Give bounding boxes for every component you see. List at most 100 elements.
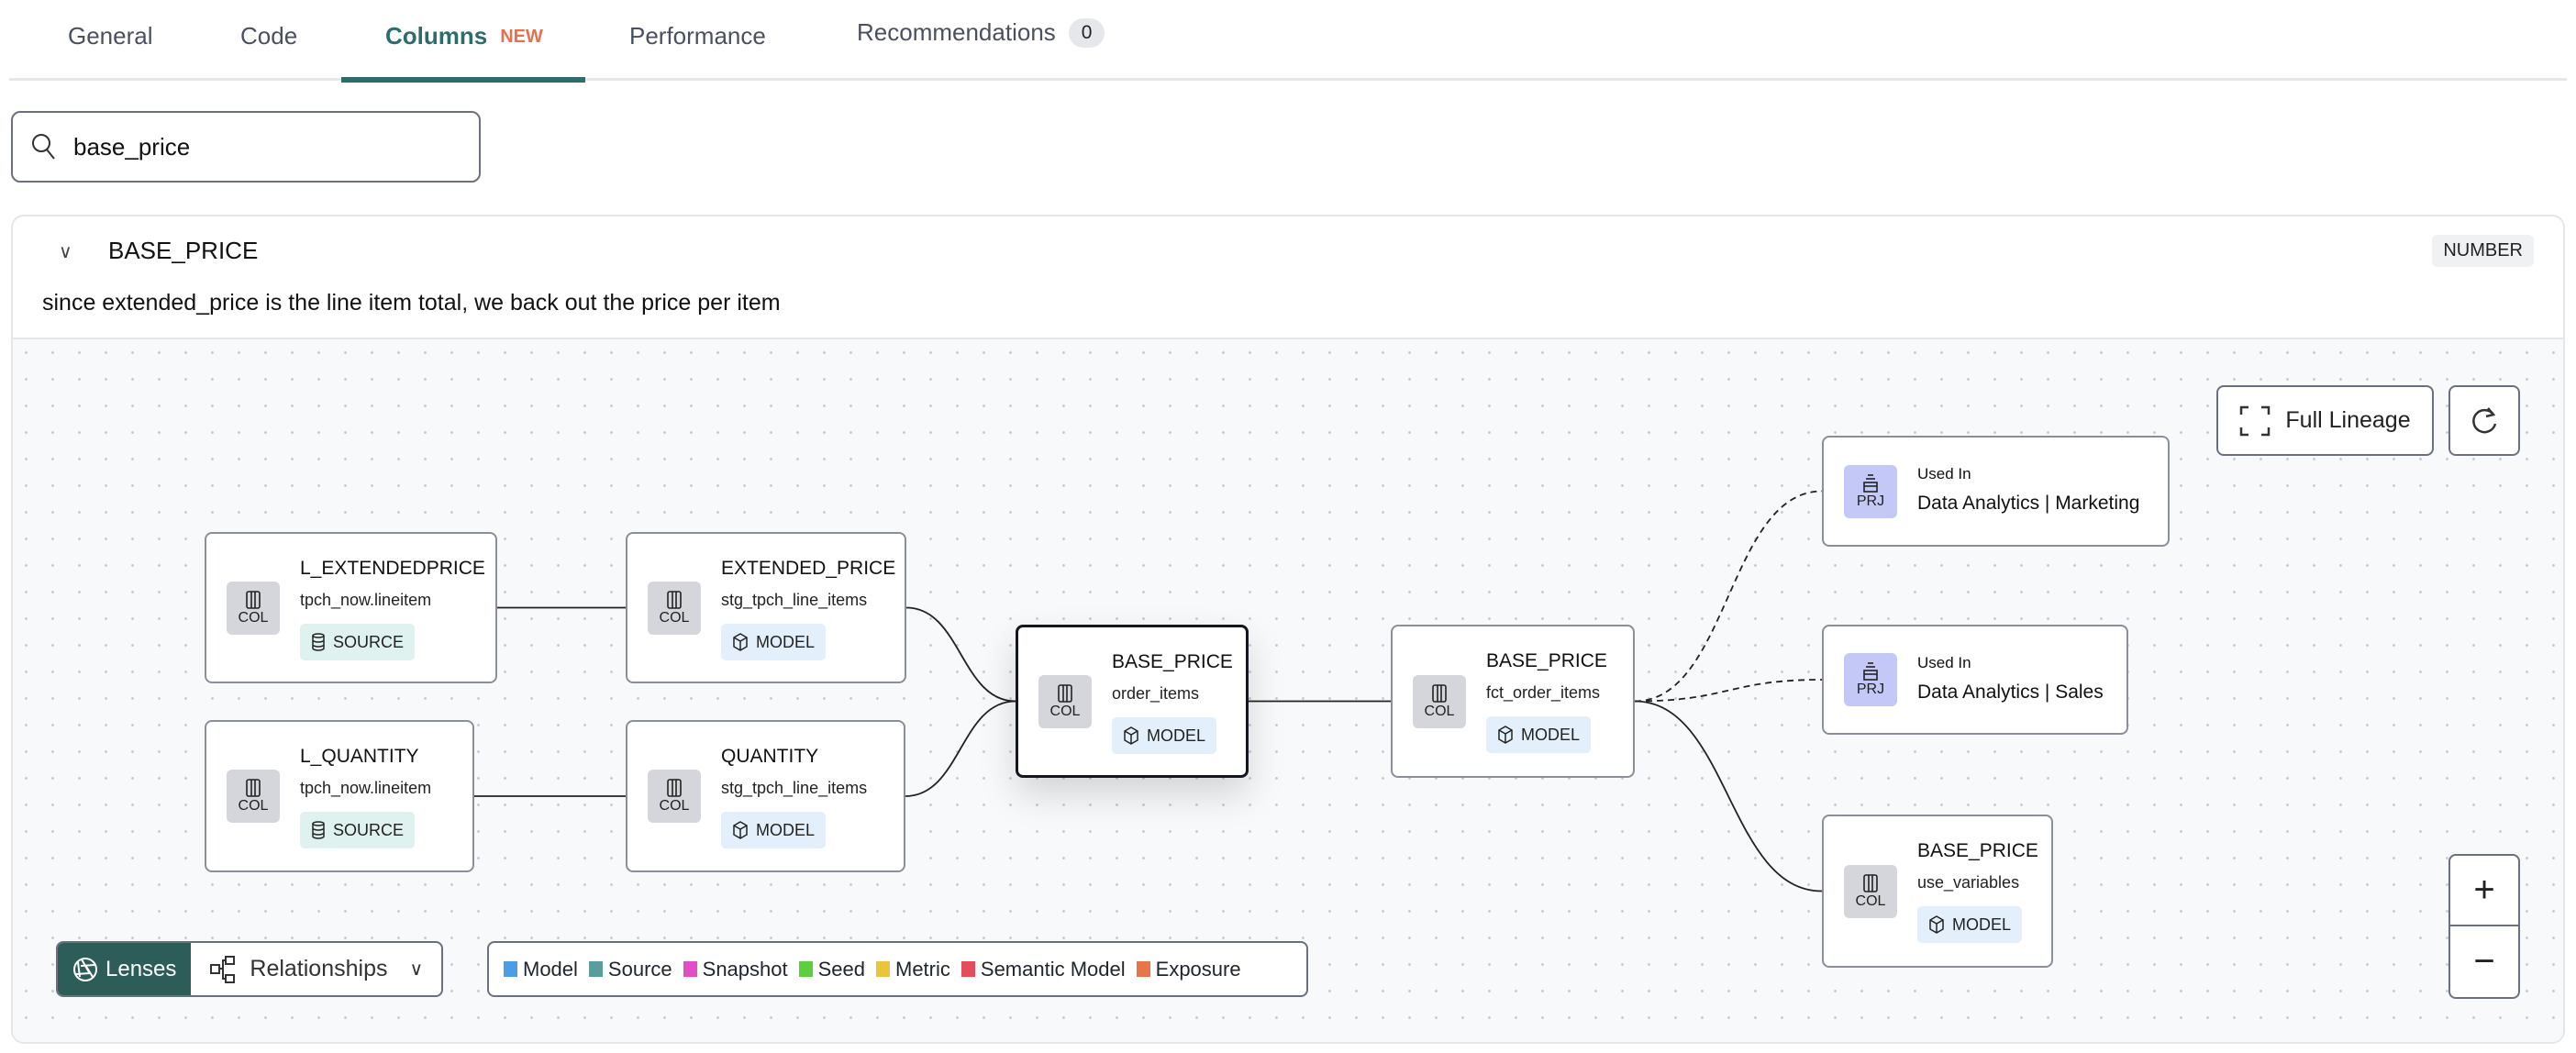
zoom-out-button[interactable]: − — [2473, 941, 2495, 981]
node-title: BASE_PRICE — [1112, 651, 1233, 672]
legend-swatch — [588, 961, 603, 977]
node-type-tag: SOURCE — [300, 624, 416, 660]
database-icon — [312, 633, 325, 651]
legend-label: Model — [523, 957, 578, 981]
node-kind-badge: COL — [227, 770, 280, 823]
legend-item: Metric — [876, 958, 950, 981]
node-kind-label: COL — [1049, 703, 1081, 719]
lenses-control: Lenses Relationships ∨ — [56, 941, 444, 997]
node-kind-label: PRJ — [1856, 493, 1885, 509]
column-name: BASE_PRICE — [108, 237, 259, 264]
legend-item: Snapshot — [683, 958, 788, 981]
node-subtitle: fct_order_items — [1486, 683, 1601, 702]
relationships-dropdown[interactable]: Relationships ∨ — [191, 943, 441, 995]
tab-recommendations[interactable]: Recommendations 0 — [857, 18, 1105, 77]
tab-general[interactable]: General — [68, 22, 153, 81]
tab-label: Code — [240, 22, 298, 50]
column-type-badge: NUMBER — [2432, 235, 2534, 267]
cube-icon — [733, 821, 748, 839]
node-kind-badge: COL — [1844, 864, 1897, 918]
cube-icon — [1929, 915, 1944, 934]
node-kind-label: COL — [238, 609, 269, 626]
legend-label: Semantic Model — [980, 957, 1126, 981]
legend-label: Exposure — [1155, 957, 1241, 981]
legend-label: Snapshot — [702, 957, 788, 981]
lineage-canvas[interactable]: Full Lineage + − Lenses Relationships ∨ … — [13, 338, 2563, 1042]
node-type-tag: MODEL — [1112, 717, 1217, 754]
column-icon — [1432, 683, 1447, 703]
legend-item: Exposure — [1136, 957, 1241, 981]
legend-label: Source — [607, 957, 672, 981]
lineage-edge — [905, 606, 1016, 703]
lineage-node[interactable]: PRJ Used In Data Analytics | Sales — [1822, 625, 2128, 735]
chevron-down-icon: ∨ — [409, 959, 424, 980]
lineage-edge — [1634, 490, 1823, 703]
node-title: QUANTITY — [721, 746, 819, 767]
node-type-tag: MODEL — [721, 624, 827, 660]
tab-label: Recommendations — [857, 18, 1056, 46]
legend-swatch — [504, 961, 517, 977]
node-kind-label: COL — [1855, 892, 1886, 909]
node-type-tag: MODEL — [721, 812, 827, 848]
search-input[interactable] — [73, 132, 440, 161]
lenses-button[interactable]: Lenses — [58, 943, 192, 995]
node-subtitle: use_variables — [1917, 873, 2020, 892]
node-title: L_QUANTITY — [300, 746, 419, 767]
column-icon — [246, 590, 261, 609]
column-icon — [667, 590, 682, 609]
search-icon — [32, 134, 55, 160]
node-type-label: MODEL — [756, 632, 816, 651]
count-badge: 0 — [1068, 18, 1105, 48]
full-lineage-button[interactable]: Full Lineage — [2216, 385, 2434, 456]
node-subtitle: Data Analytics | Marketing — [1917, 493, 2140, 514]
node-kind-badge: COL — [1038, 674, 1092, 728]
node-kind-label: COL — [1424, 703, 1455, 719]
cube-icon — [733, 633, 748, 651]
cube-icon — [1124, 726, 1138, 745]
chevron-down-icon[interactable]: ∨ — [59, 242, 72, 262]
node-subtitle: order_items — [1112, 684, 1200, 703]
legend-swatch — [683, 961, 697, 977]
node-type-tag: SOURCE — [300, 812, 416, 848]
node-subtitle: tpch_now.lineitem — [300, 591, 432, 609]
zoom-in-button[interactable]: + — [2450, 856, 2518, 927]
tab-label: General — [68, 22, 153, 50]
node-title: BASE_PRICE — [1917, 840, 2038, 861]
node-type-label: MODEL — [756, 820, 816, 839]
legend-label: Seed — [817, 957, 865, 981]
node-kind-badge: PRJ — [1844, 653, 1897, 706]
node-subtitle: tpch_now.lineitem — [300, 779, 432, 797]
column-search[interactable] — [11, 111, 481, 183]
zoom-controls: + − — [2448, 854, 2520, 999]
tab-code[interactable]: Code — [240, 22, 297, 81]
refresh-button[interactable] — [2448, 385, 2520, 456]
node-title: Used In — [1917, 465, 1971, 482]
lineage-node[interactable]: PRJ Used In Data Analytics | Marketing — [1822, 436, 2170, 547]
legend-swatch — [876, 961, 890, 977]
lineage-edge — [905, 700, 1016, 797]
project-icon — [1863, 473, 1878, 493]
lineage-edges — [474, 490, 1823, 892]
node-type-label: MODEL — [1147, 726, 1206, 745]
new-badge: NEW — [500, 27, 543, 47]
lineage-edge — [1634, 679, 1823, 703]
node-kind-label: PRJ — [1856, 682, 1885, 697]
node-title: BASE_PRICE — [1486, 650, 1607, 671]
relationships-icon — [210, 955, 236, 983]
legend-item: Source — [588, 957, 672, 981]
column-icon — [1863, 873, 1878, 892]
node-type-tag: MODEL — [1917, 906, 2023, 943]
column-icon — [246, 779, 261, 797]
cube-icon — [1498, 726, 1513, 744]
tab-performance[interactable]: Performance — [629, 22, 766, 81]
node-type-label: MODEL — [1952, 914, 2012, 934]
